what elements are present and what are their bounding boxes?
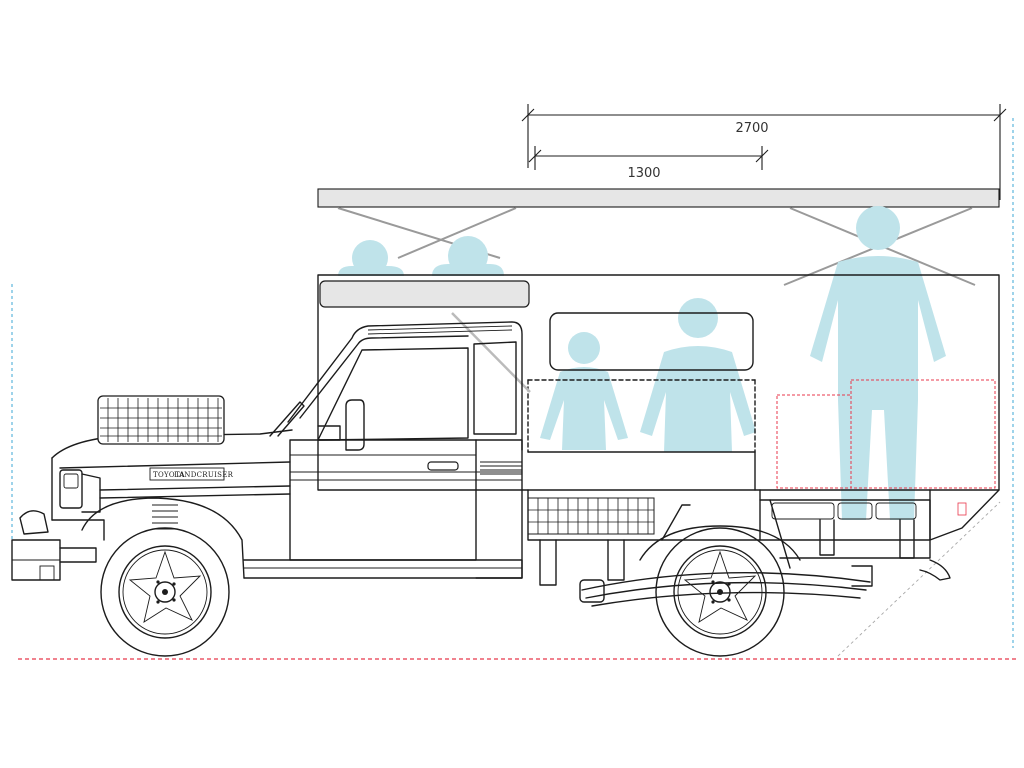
side-mirror (345, 399, 365, 451)
occupant-adult-standing (810, 206, 946, 520)
rear-wheel-arch (639, 525, 801, 561)
camper-box (317, 274, 1000, 541)
dimension-overall-label: 2700 (735, 121, 768, 136)
occupant-sleeping-heads (338, 236, 504, 276)
dimension-inner-label: 1300 (627, 166, 660, 181)
camper-window (549, 312, 754, 371)
over-cab-bunk (319, 280, 530, 308)
occupant-adult-seated (640, 298, 756, 452)
camper-underside (527, 489, 931, 586)
bull-bar (11, 539, 61, 581)
dimension-overall (521, 104, 1007, 200)
grille-step (527, 497, 655, 535)
storage-compartments (776, 379, 996, 489)
pop-top-roof (317, 188, 1000, 208)
badge-small-text: TOYOTA (153, 471, 186, 479)
front-wheel (100, 527, 230, 657)
departure-angle-line (837, 501, 1001, 657)
hood-rack (97, 395, 225, 445)
truck-cab (243, 321, 523, 579)
landcruiser-badge (149, 467, 225, 481)
occupant-child (540, 332, 628, 450)
rear-wheel (655, 527, 785, 657)
door-handle (427, 461, 459, 471)
coil-spring (152, 504, 178, 530)
dimension-inner (528, 146, 769, 170)
badge-text: LANDCRUISER (174, 471, 234, 479)
